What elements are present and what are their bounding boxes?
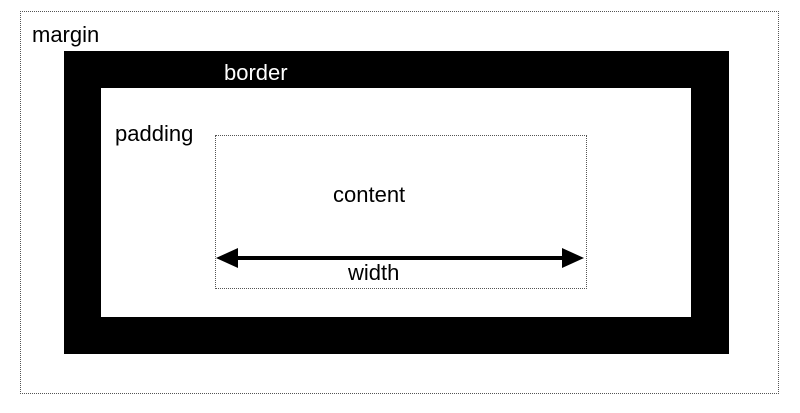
content-label: content <box>333 182 406 207</box>
padding-label: padding <box>115 121 194 146</box>
width-label: width <box>348 260 400 285</box>
margin-label: margin <box>32 22 100 47</box>
content-area <box>215 135 587 289</box>
border-label: border <box>224 60 288 85</box>
padding-area <box>101 88 691 317</box>
margin-area <box>20 11 779 394</box>
